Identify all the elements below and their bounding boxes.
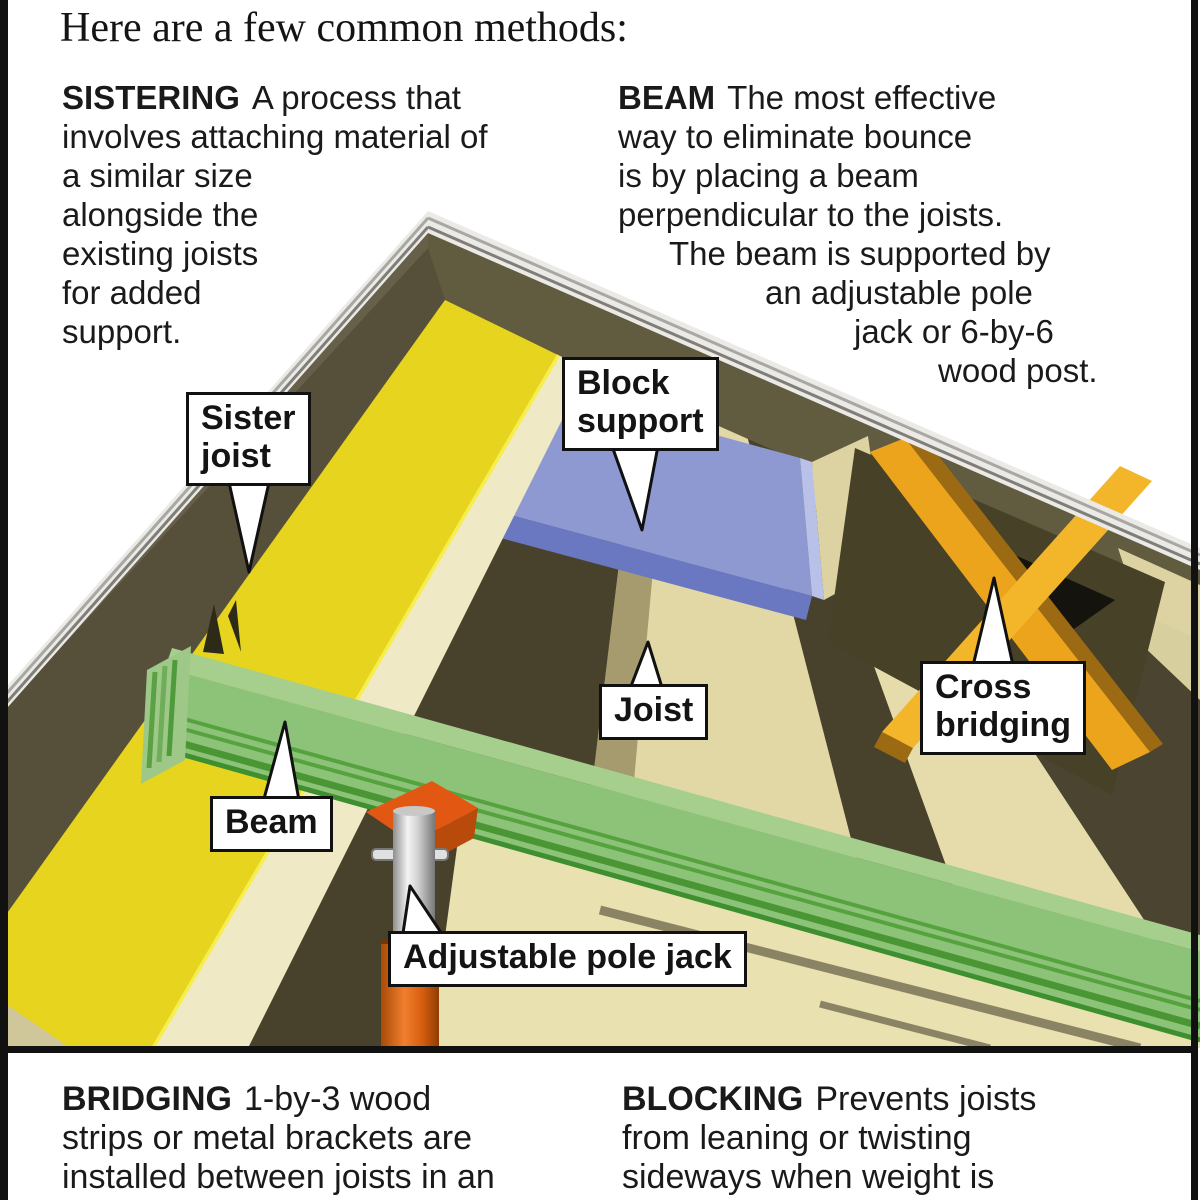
sister-joist-shape: [0, 300, 560, 1048]
existing-joist-face: [155, 356, 588, 1048]
callout-line: Beam: [225, 803, 318, 841]
bridging-description: BRIDGING 1-by-3 wood strips or metal brac…: [62, 1080, 495, 1197]
beam-line: perpendicular to the joists.: [618, 196, 1004, 233]
under-beam-area: [430, 825, 1200, 1048]
callout-line: Adjustable pole jack: [403, 938, 732, 976]
intro-heading: Here are a few common methods:: [60, 5, 628, 51]
bridging-line: 1-by-3 wood: [244, 1080, 432, 1118]
sistering-description: SISTERING A process that involves attachi…: [62, 78, 488, 351]
beam-callout: Beam: [210, 796, 333, 852]
beam-line: jack or 6-by-6: [854, 313, 1054, 350]
corner-joist-wedge: [0, 1000, 70, 1048]
block-support-right-edge: [800, 458, 824, 600]
beam-line: is by placing a beam: [618, 157, 919, 194]
sistering-line: for added: [62, 274, 202, 311]
page-border-left: [0, 0, 8, 1200]
blocking-line: Prevents joists: [815, 1080, 1037, 1118]
crack-mark: [203, 604, 224, 654]
callout-line: Block: [577, 364, 670, 402]
beam-top-face: [165, 648, 1200, 952]
beam-lamination-2: [157, 720, 1200, 1012]
sistering-line: a similar size: [62, 157, 253, 194]
beam-keyword: BEAM: [618, 79, 716, 116]
blocking-line: from leaning or twisting: [622, 1119, 972, 1157]
beam-lamination-3: [154, 732, 1200, 1030]
bridging-line: installed between joists in an: [62, 1158, 495, 1196]
joist-callout: Joist: [599, 684, 709, 740]
bridging-line: strips or metal brackets are: [62, 1119, 473, 1157]
beam-line: way to eliminate bounce: [618, 118, 973, 155]
sister-joist-callout: Sister joist: [186, 392, 311, 486]
beam-description: BEAM The most effective way to eliminate …: [618, 78, 1098, 390]
crack-mark-2: [228, 600, 241, 652]
beam-end-stripe: [146, 671, 158, 769]
section-divider-line: [8, 1046, 1191, 1053]
cross-bridging-edge-2: [874, 732, 913, 763]
subfloor-lamination-line-3: [427, 216, 1200, 557]
subfloor-lamination-line-4: [427, 225, 1200, 566]
sistering-line: A process that: [251, 79, 461, 116]
blocking-keyword: BLOCKING: [622, 1080, 804, 1118]
beam-line: The beam is supported by: [669, 235, 1051, 272]
cross-bridging-callout: Cross bridging: [920, 661, 1086, 755]
sistering-line: support.: [62, 313, 182, 350]
sistering-line: involves attaching material of: [62, 118, 488, 155]
page-border-right: [1191, 0, 1198, 1200]
pole-jack-tube-cap: [393, 806, 435, 816]
callout-line: Sister: [201, 399, 296, 437]
shadow-above-sister: [0, 248, 445, 923]
callout-line: joist: [201, 437, 271, 475]
beam-bottom-edge: [151, 743, 1200, 1043]
sistering-line: alongside the: [62, 196, 259, 233]
beam-line: The most effective: [727, 79, 997, 116]
block-support-bottom-edge: [493, 512, 812, 620]
under-beam-shadow-line-2: [819, 1000, 991, 1048]
callout-line: bridging: [935, 706, 1071, 744]
callout-line: Joist: [614, 691, 694, 729]
block-support-callout: Block support: [562, 357, 719, 451]
callout-line: Cross: [935, 668, 1032, 706]
callout-line: support: [577, 402, 704, 440]
bridging-keyword: BRIDGING: [62, 1080, 232, 1118]
beam-line: an adjustable pole: [765, 274, 1033, 311]
sistering-line: existing joists: [62, 235, 259, 272]
beam-end-stripe-2: [156, 665, 168, 763]
beam-lamination: [158, 710, 1200, 1003]
beam-line: wood post.: [938, 352, 1098, 389]
sistering-keyword: SISTERING: [62, 79, 240, 116]
adjustable-pole-jack-callout: Adjustable pole jack: [388, 931, 747, 987]
beam-end-stripe-3: [166, 659, 178, 757]
blocking-line: sideways when weight is: [622, 1158, 995, 1196]
blocking-description: BLOCKING Prevents joists from leaning or …: [622, 1080, 1036, 1197]
